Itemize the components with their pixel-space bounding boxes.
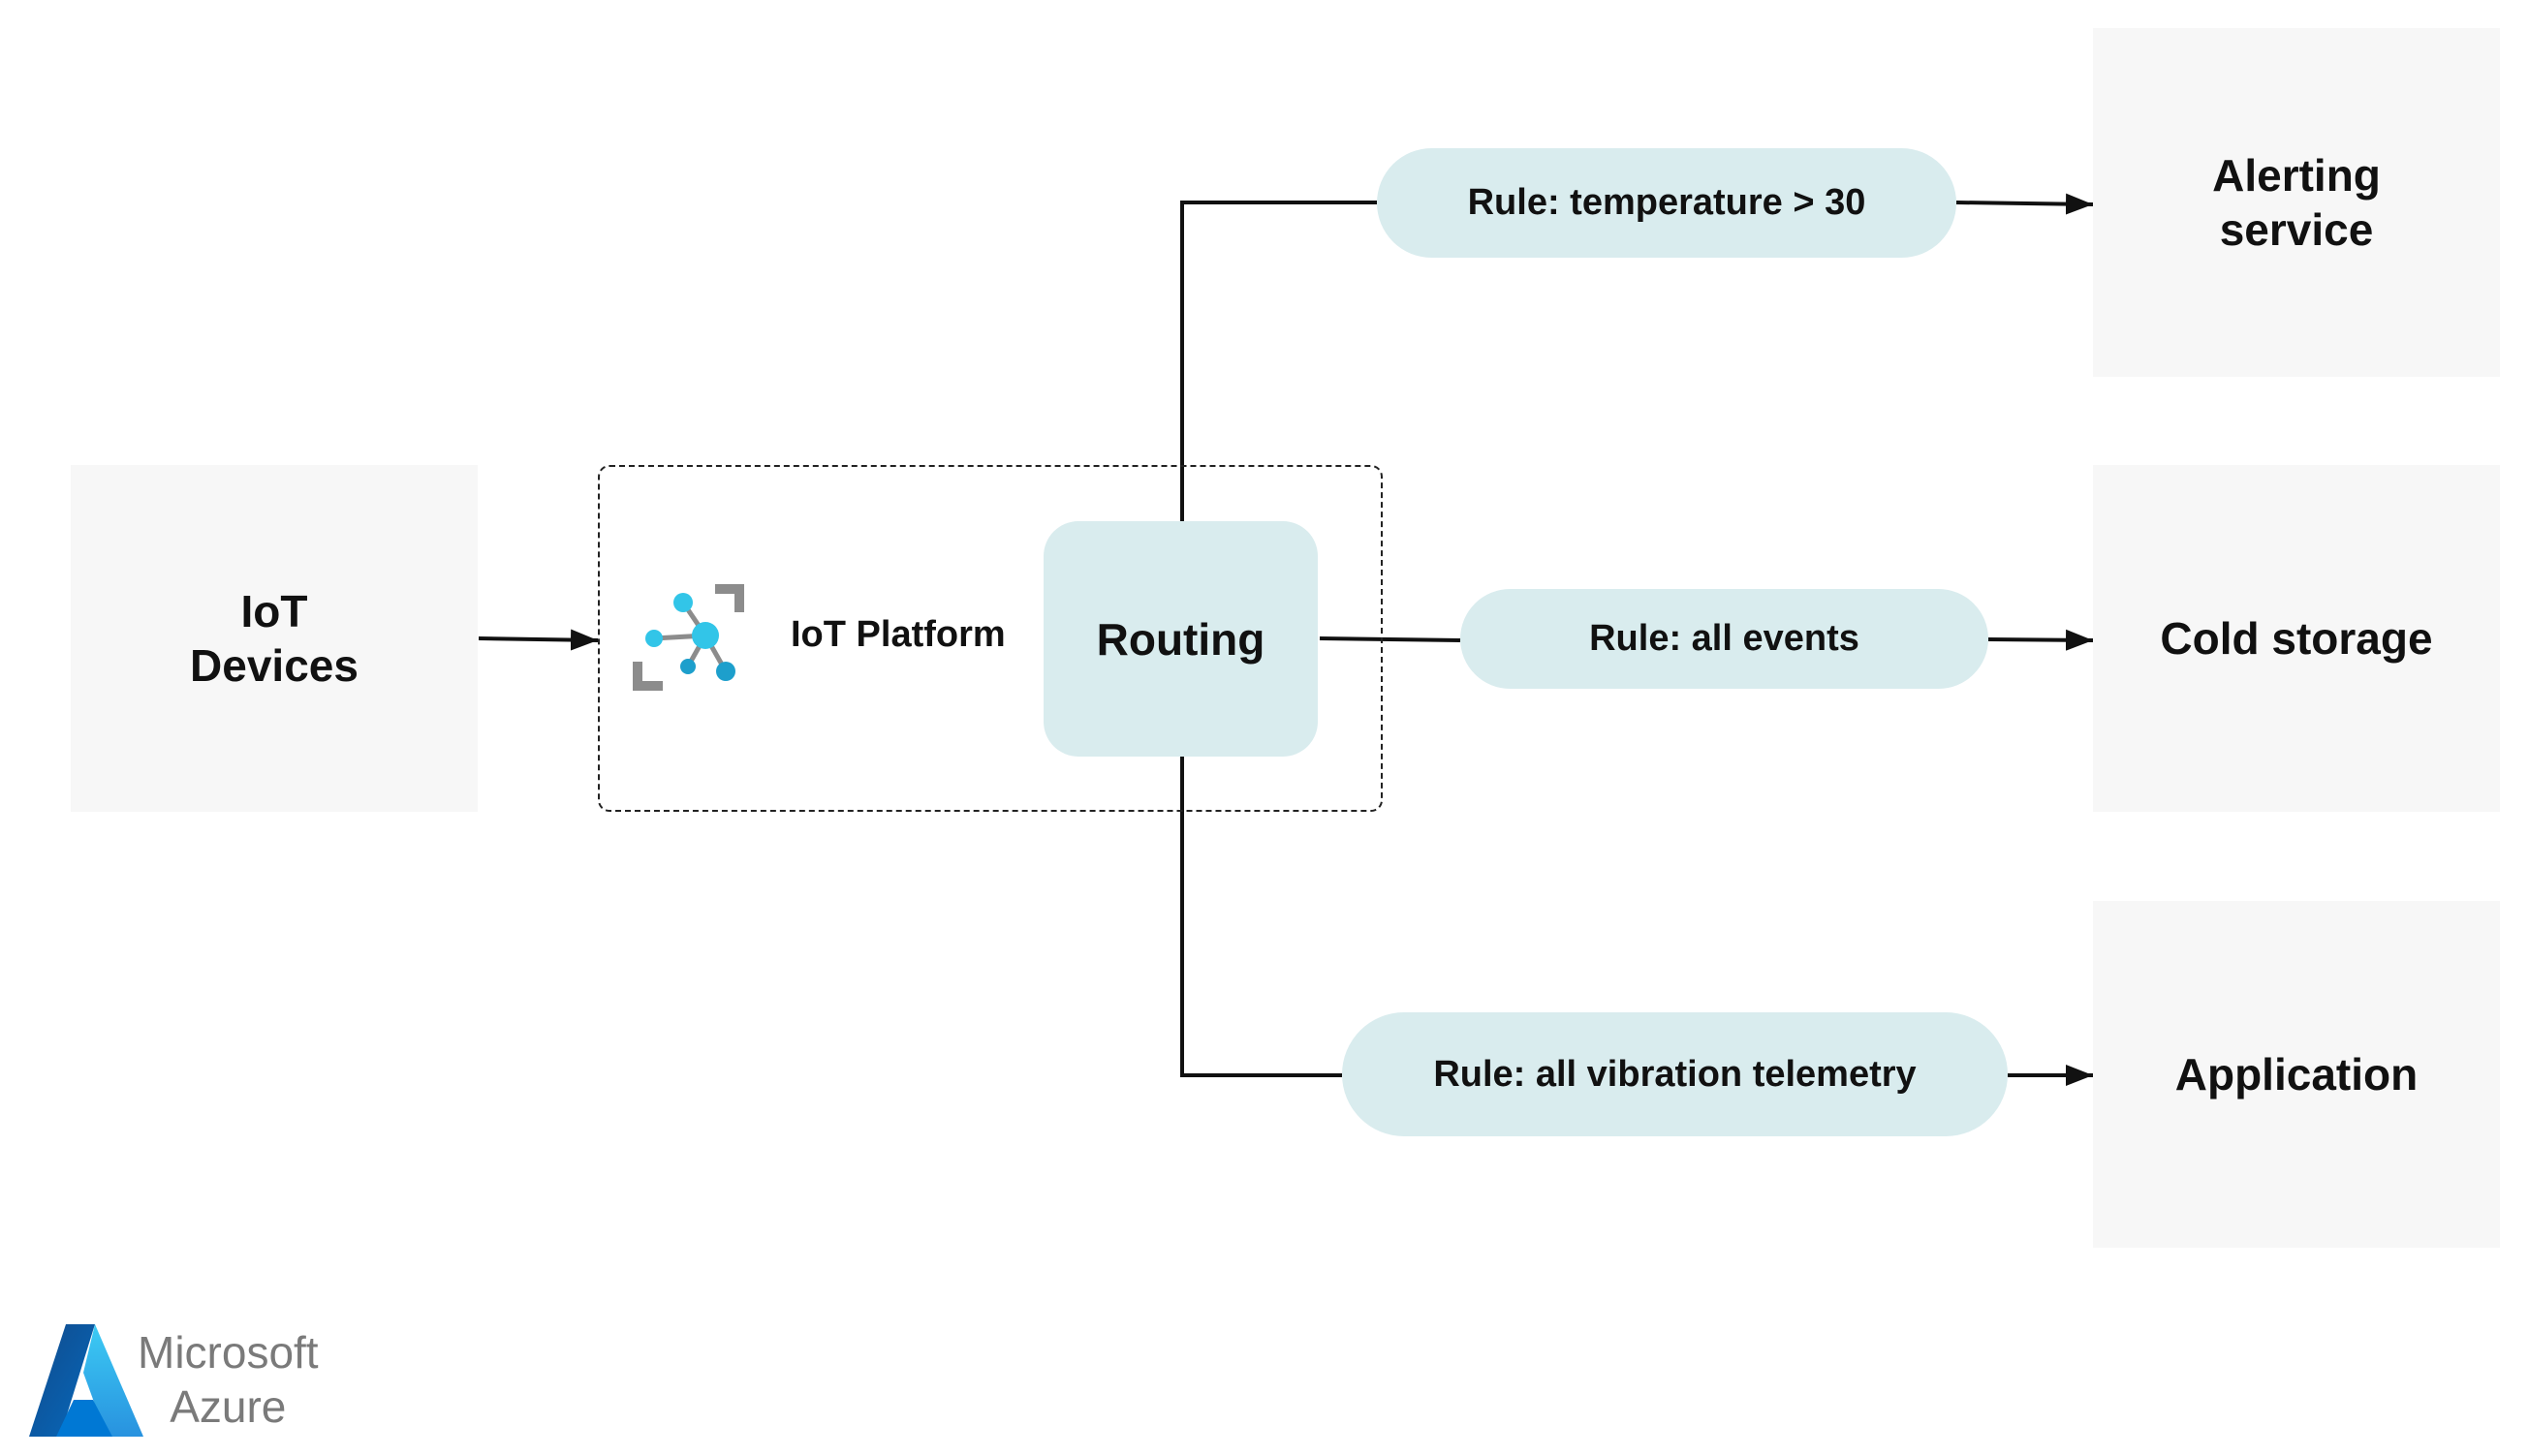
edge-temperature-rule-to-alerting [1955, 193, 2094, 215]
iot-devices-node: IoT Devices [71, 465, 478, 812]
brand-line-microsoft: Microsoft [138, 1327, 319, 1378]
routing-node: Routing [1044, 521, 1318, 757]
edge-routing-to-vibration-rule [1180, 757, 1342, 1077]
rule-temperature-label: Rule: temperature > 30 [1467, 182, 1866, 223]
rule-vibration-label: Rule: all vibration telemetry [1433, 1053, 1917, 1095]
alerting-service-node: Alerting service [2093, 28, 2500, 377]
rule-temperature: Rule: temperature > 30 [1377, 148, 1956, 258]
rule-vibration: Rule: all vibration telemetry [1342, 1012, 2008, 1136]
brand-line-azure: Azure [170, 1381, 287, 1432]
rule-all-events-label: Rule: all events [1589, 618, 1859, 659]
rule-all-events: Rule: all events [1460, 589, 1988, 689]
iot-platform-group [598, 465, 1383, 812]
edge-routing-to-temperature-rule [1180, 201, 1377, 521]
iot-devices-label-line2: Devices [190, 640, 359, 691]
application-label: Application [2174, 1049, 2419, 1100]
azure-logo-icon [29, 1324, 143, 1437]
alerting-label-line1: Alerting [2212, 150, 2381, 201]
edge-devices-to-platform [478, 629, 599, 651]
iot-hub-icon [633, 584, 744, 691]
cold-storage-node: Cold storage [2093, 465, 2500, 812]
alerting-label-line2: service [2219, 204, 2374, 255]
cold-storage-label: Cold storage [2160, 613, 2433, 664]
edge-all-events-rule-to-cold-storage [1987, 629, 2094, 651]
edge-routing-to-all-events-rule [1319, 636, 1461, 642]
iot-devices-label-line1: IoT [240, 586, 308, 636]
application-node: Application [2093, 901, 2500, 1248]
routing-label: Routing [1096, 613, 1265, 665]
iot-platform-label: IoT Platform [791, 614, 1006, 655]
azure-brand-text: Microsoft Azure [138, 1325, 319, 1434]
